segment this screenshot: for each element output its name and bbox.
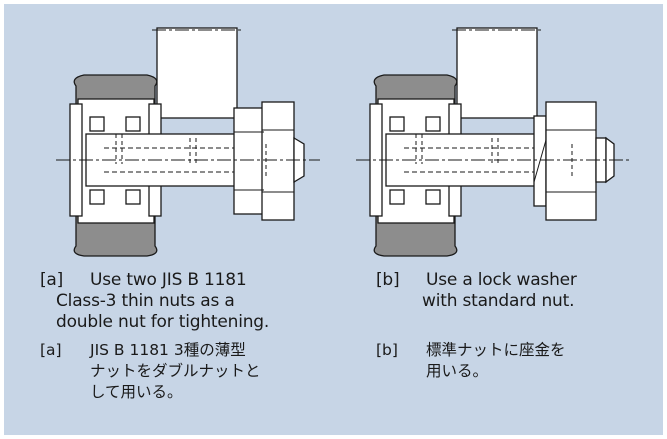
caption-a-jp-line-2: ナットをダブルナットと (90, 362, 261, 380)
drawing-lock-washer (320, 4, 640, 266)
needle-roller (425, 189, 441, 205)
caption-a-en: [a] Use two JIS B 1181 Class-3 thin nuts… (40, 270, 269, 333)
standard-nut (545, 101, 597, 221)
caption-b-jp-line-1: 標準ナットに座金を (426, 341, 566, 359)
needle-roller (89, 189, 105, 205)
caption-b-en: [b] Use a lock washer with standard nut. (376, 270, 577, 312)
needle-roller (389, 189, 405, 205)
caption-b-tag: [b] (376, 270, 400, 290)
caption-a-jp: [a] JIS B 1181 3種の薄型 ナットをダブルナットと して用いる。 (40, 340, 261, 403)
stud-arm (156, 27, 238, 119)
caption-b-jp-tag: [b] (376, 341, 398, 359)
needle-roller (89, 116, 105, 132)
caption-a-jp-line-1: JIS B 1181 3種の薄型 (90, 341, 246, 359)
caption-a-en-line-2: Class-3 thin nuts as a (56, 291, 235, 311)
caption-a-jp-line-3: して用いる。 (90, 383, 183, 401)
caption-a-en-line-3: double nut for tightening. (56, 312, 270, 332)
caption-b-jp: [b] 標準ナットに座金を 用いる。 (376, 340, 566, 382)
caption-a-jp-tag: [a] (40, 341, 62, 359)
needle-roller (425, 116, 441, 132)
drawing-double-nut (4, 4, 324, 266)
thin-nut-2 (261, 101, 295, 221)
caption-b-jp-line-2: 用いる。 (426, 362, 489, 380)
thin-nut-1 (233, 107, 265, 215)
needle-roller (389, 116, 405, 132)
caption-a-en-line-1: Use two JIS B 1181 (90, 270, 247, 290)
caption-b-en-line-2: with standard nut. (422, 291, 575, 311)
needle-roller (125, 116, 141, 132)
needle-roller (125, 189, 141, 205)
caption-a-tag: [a] (40, 270, 64, 290)
stud-arm (456, 27, 538, 119)
caption-b-en-line-1: Use a lock washer (426, 270, 577, 290)
